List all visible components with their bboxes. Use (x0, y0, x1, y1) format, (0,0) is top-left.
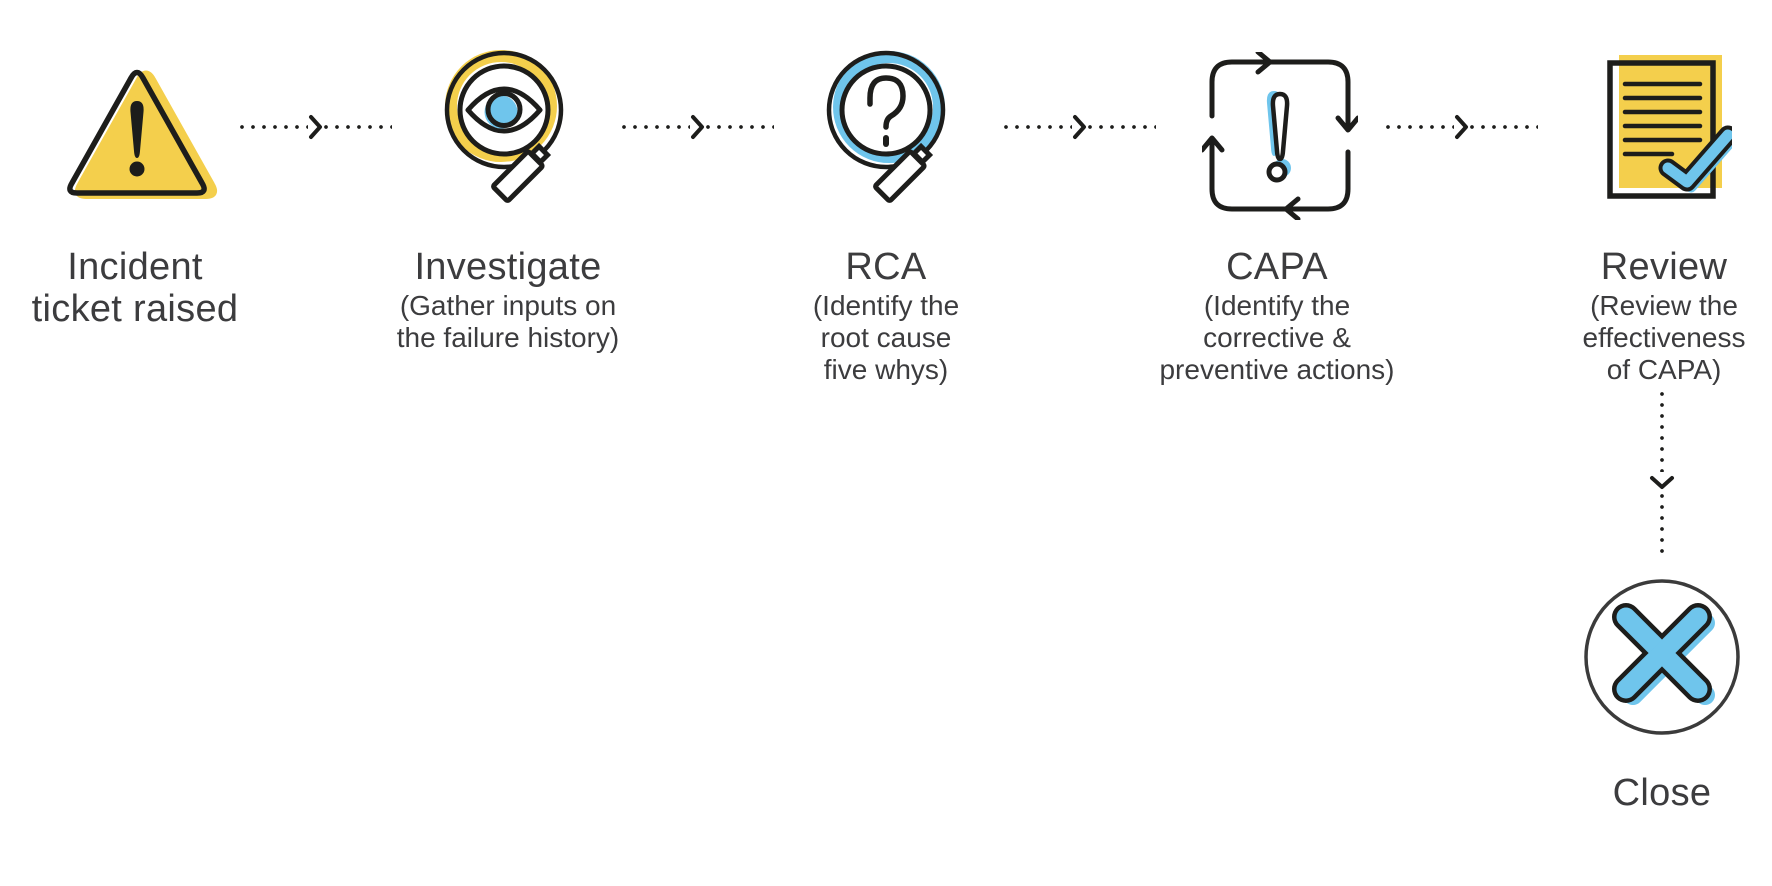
dotted-line (1660, 494, 1664, 556)
stage-label-close: Close (1492, 772, 1772, 814)
dotted-line (240, 125, 308, 129)
arrow-chevron-icon (1073, 115, 1086, 139)
arrow-chevron-icon (309, 115, 322, 139)
close-circle-icon (1582, 577, 1742, 742)
stage-label-capa: CAPA (Identify the corrective & preventi… (1107, 246, 1447, 386)
dotted-line (1088, 125, 1156, 129)
stage-subtitle: (Identify the corrective & preventive ac… (1159, 290, 1395, 385)
dotted-line (1470, 125, 1538, 129)
arrow-chevron-icon (1455, 115, 1468, 139)
flow-arrow-down (1649, 392, 1675, 556)
stage-title: Investigate (414, 246, 602, 288)
stage-title: RCA (845, 246, 927, 288)
flow-arrow-4 (1386, 115, 1538, 139)
stage-label-rca: RCA (Identify the root cause five whys) (716, 246, 1056, 386)
stage-label-investigate: Investigate (Gather inputs on the failur… (338, 246, 678, 354)
dotted-line (622, 125, 690, 129)
magnifier-question-icon (822, 46, 974, 217)
dotted-line (1004, 125, 1072, 129)
stage-title: Close (1612, 772, 1712, 814)
stage-label-incident: Incident ticket raised (0, 246, 305, 332)
dotted-line (1660, 392, 1664, 472)
stage-subtitle: (Gather inputs on the failure history) (396, 290, 620, 353)
dotted-line (706, 125, 774, 129)
flow-arrow-2 (622, 115, 774, 139)
dotted-line (324, 125, 392, 129)
flow-arrow-1 (240, 115, 392, 139)
document-check-icon (1598, 46, 1738, 207)
stage-subtitle: (Identify the root cause five whys) (812, 290, 960, 385)
stage-label-review: Review (Review the effectiveness of CAPA… (1494, 246, 1772, 386)
arrow-chevron-icon (691, 115, 704, 139)
warning-triangle-icon (53, 56, 225, 213)
arrow-chevron-down-icon (1650, 476, 1674, 489)
cycle-exclamation-icon (1199, 49, 1361, 225)
magnifier-eye-icon (440, 46, 592, 217)
flow-arrow-3 (1004, 115, 1156, 139)
stage-title: CAPA (1226, 246, 1328, 288)
stage-title: Incident ticket raised (31, 246, 239, 330)
stage-title: Review (1600, 246, 1728, 288)
dotted-line (1386, 125, 1454, 129)
stage-subtitle: (Review the effectiveness of CAPA) (1582, 290, 1746, 385)
